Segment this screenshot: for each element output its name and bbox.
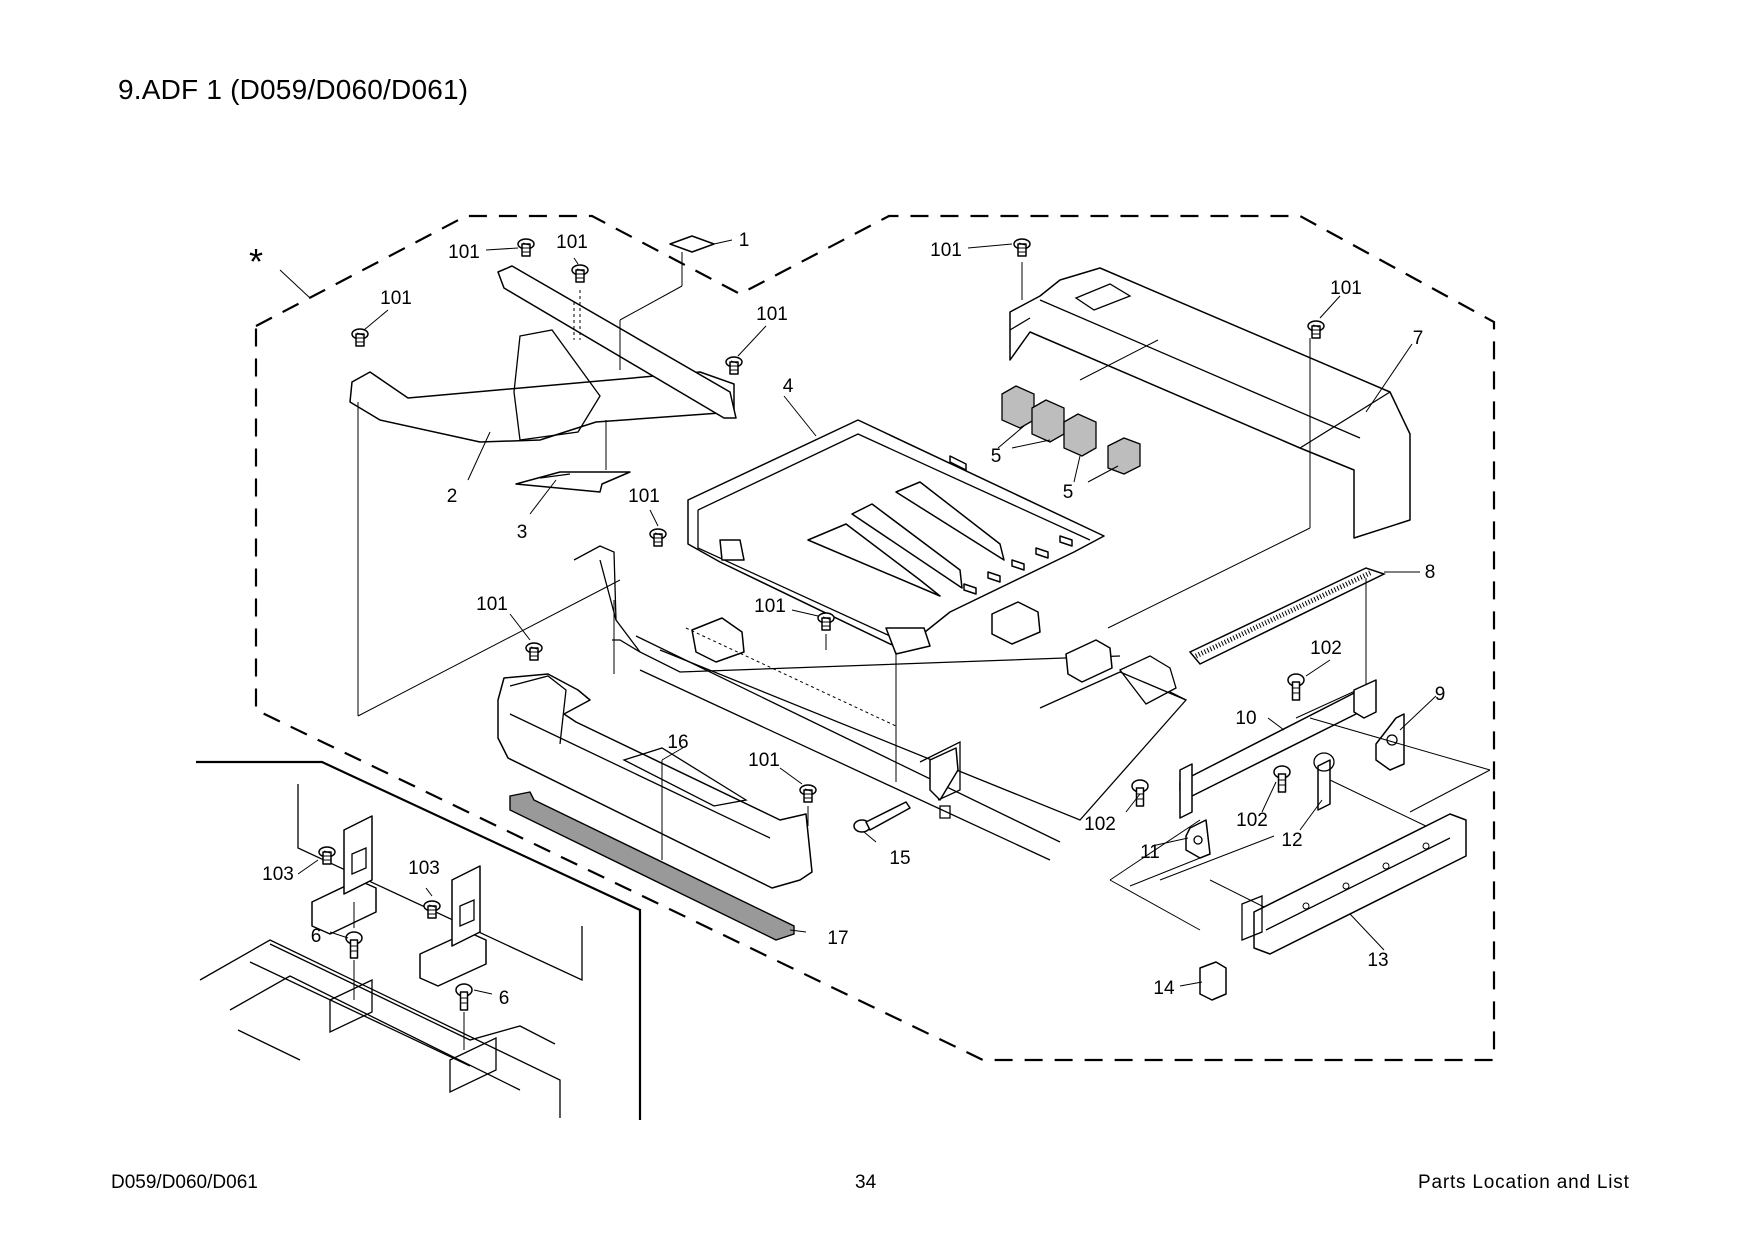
screw-102-right-icon — [1273, 765, 1291, 793]
callout-13: 13 — [1367, 950, 1388, 971]
part-9-bracket — [1353, 679, 1405, 771]
screw-101-i-icon — [817, 612, 835, 631]
screw-101-d-icon — [725, 356, 743, 375]
callout-5-a: 5 — [991, 446, 1002, 467]
part-8-brush-strip — [1188, 567, 1386, 665]
callout-103-a: 103 — [262, 864, 294, 885]
screw-102-left-icon — [1131, 779, 1149, 807]
callout-6-a: 6 — [311, 926, 322, 947]
callout-101-b: 101 — [556, 232, 588, 253]
screw-6-right-icon — [455, 983, 473, 1011]
callout-12: 12 — [1281, 830, 1302, 851]
callout-101-e: 101 — [930, 240, 962, 261]
footer-model: D059/D060/D061 — [111, 1172, 258, 1193]
footer-section: Parts Location and List — [1418, 1172, 1630, 1193]
screw-101-a-icon — [517, 238, 535, 257]
screw-101-f-icon — [1307, 320, 1325, 339]
callout-15: 15 — [889, 848, 910, 869]
bracket-left — [311, 815, 377, 935]
screw-103-left-icon — [318, 846, 336, 865]
bracket-right — [419, 865, 487, 987]
marker-asterisk: * — [249, 241, 263, 282]
callout-101-h: 101 — [476, 594, 508, 615]
footer-page-number: 34 — [855, 1172, 877, 1193]
screw-101-h-icon — [525, 642, 543, 661]
part-12-spring — [1313, 752, 1335, 811]
part-13-bracket-plate — [1241, 813, 1467, 955]
callout-102-a: 102 — [1310, 638, 1342, 659]
part-15-screw-icon — [853, 801, 911, 833]
callout-14: 14 — [1153, 978, 1175, 999]
callout-101-d: 101 — [756, 304, 788, 325]
screw-103-right-icon — [423, 900, 441, 919]
callout-101-g: 101 — [628, 486, 660, 507]
part-3-sheet-icon — [515, 471, 631, 493]
screw-102-top-icon — [1287, 673, 1305, 701]
callout-7: 7 — [1413, 328, 1424, 349]
callout-9: 9 — [1435, 684, 1446, 705]
part-10-rod — [1179, 689, 1373, 797]
screw-6-left-icon — [345, 931, 363, 959]
callout-103-b: 103 — [408, 858, 440, 879]
callout-16: 16 — [667, 732, 688, 753]
part-5-pads — [1001, 385, 1141, 475]
callout-102-c: 102 — [1236, 810, 1268, 831]
chassis-frame — [573, 545, 1188, 861]
callout-101-i: 101 — [754, 596, 786, 617]
callout-4: 4 — [783, 376, 794, 397]
screw-101-j-icon — [799, 784, 817, 803]
callout-102-b: 102 — [1084, 814, 1116, 835]
part-7-right-cover — [1009, 267, 1411, 539]
main-body-frame — [196, 760, 642, 1120]
callout-11: 11 — [1140, 842, 1160, 863]
callout-10: 10 — [1235, 708, 1256, 729]
screw-101-g-icon — [649, 528, 667, 547]
callout-6-b: 6 — [499, 988, 510, 1009]
screw-101-e-icon — [1013, 238, 1031, 257]
callout-101-a: 101 — [448, 242, 480, 263]
callout-101-c: 101 — [380, 288, 412, 309]
page-title: 9.ADF 1 (D059/D060/D061) — [118, 74, 469, 105]
callout-1: 1 — [739, 230, 750, 251]
part-1-label-icon — [669, 235, 715, 253]
callout-2: 2 — [447, 486, 458, 507]
callout-3: 3 — [517, 522, 528, 543]
part-4-document-tray — [687, 419, 1105, 655]
callout-5-b: 5 — [1063, 482, 1074, 503]
part-2-left-guide — [349, 265, 737, 443]
callout-8: 8 — [1425, 562, 1436, 583]
callout-leaders — [279, 239, 1437, 995]
part-14-clip-icon — [1199, 961, 1227, 1001]
callout-17: 17 — [827, 928, 848, 949]
screw-101-b-icon — [571, 264, 589, 283]
part-16-front-guide — [497, 673, 813, 889]
callout-101-j: 101 — [748, 750, 780, 771]
screw-101-c-icon — [351, 328, 369, 347]
part-11-bracket — [1179, 763, 1211, 859]
callout-101-f: 101 — [1330, 278, 1362, 299]
